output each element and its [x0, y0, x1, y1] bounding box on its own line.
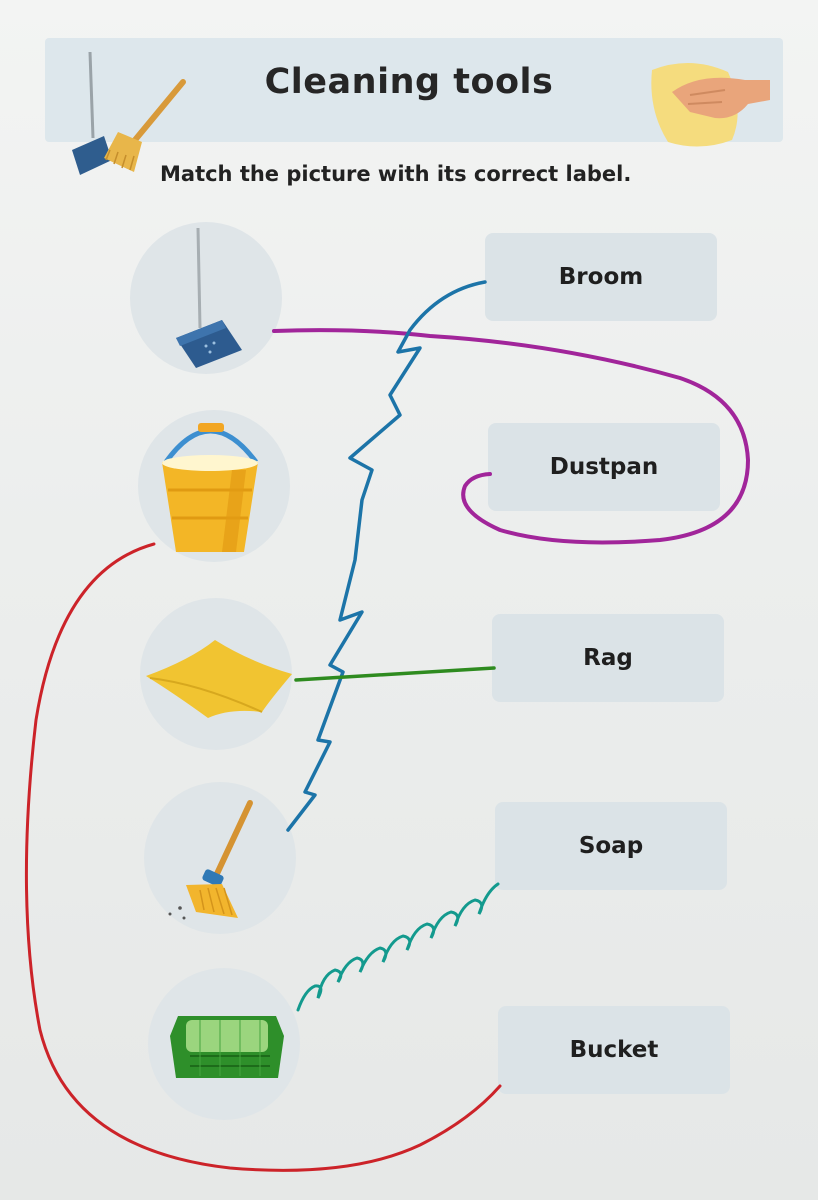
label-dustpan[interactable]: Dustpan — [488, 423, 720, 511]
label-bucket[interactable]: Bucket — [498, 1006, 730, 1094]
label-rag[interactable]: Rag — [492, 614, 724, 702]
rag-picture[interactable] — [140, 598, 292, 750]
soap-picture[interactable] — [148, 968, 300, 1120]
worksheet-title: Cleaning tools — [264, 62, 554, 102]
instruction-text: Match the picture with its correct label… — [160, 162, 632, 186]
label-broom[interactable]: Broom — [485, 233, 717, 321]
dustpan-picture[interactable] — [130, 222, 282, 374]
broom-picture[interactable] — [144, 782, 296, 934]
bucket-picture[interactable] — [138, 410, 290, 562]
label-soap[interactable]: Soap — [495, 802, 727, 890]
match-line-broom — [286, 280, 487, 832]
match-line-soap — [296, 882, 500, 1012]
match-line-rag — [294, 666, 496, 682]
